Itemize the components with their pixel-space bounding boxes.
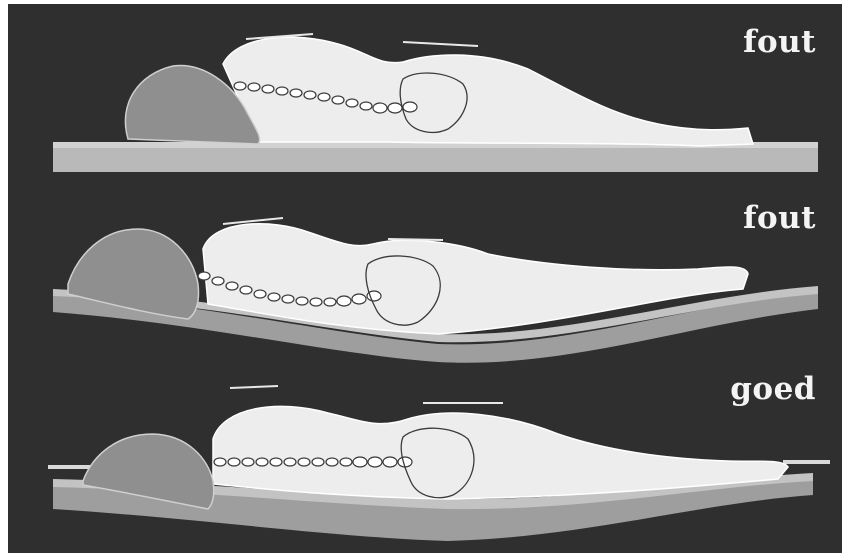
panel-good: goed [8,369,842,553]
hip-marker [388,239,443,240]
body-silhouette [213,406,788,499]
scene-sagging-mattress [8,184,842,369]
scene-correct-mattress [8,369,842,553]
hip-marker [403,42,478,46]
panel-wrong-1: fout [8,4,842,179]
panel-wrong-2: fout [8,184,842,369]
body-silhouette [223,37,753,146]
shoulder-marker [230,386,278,388]
label-goed: goed [730,371,816,407]
label-fout-1: fout [743,24,816,60]
scene-flat-mattress [8,4,842,179]
illustration-frame: fout fout [8,4,842,553]
shoulder-marker [223,218,283,224]
label-fout-2: fout [743,200,816,236]
